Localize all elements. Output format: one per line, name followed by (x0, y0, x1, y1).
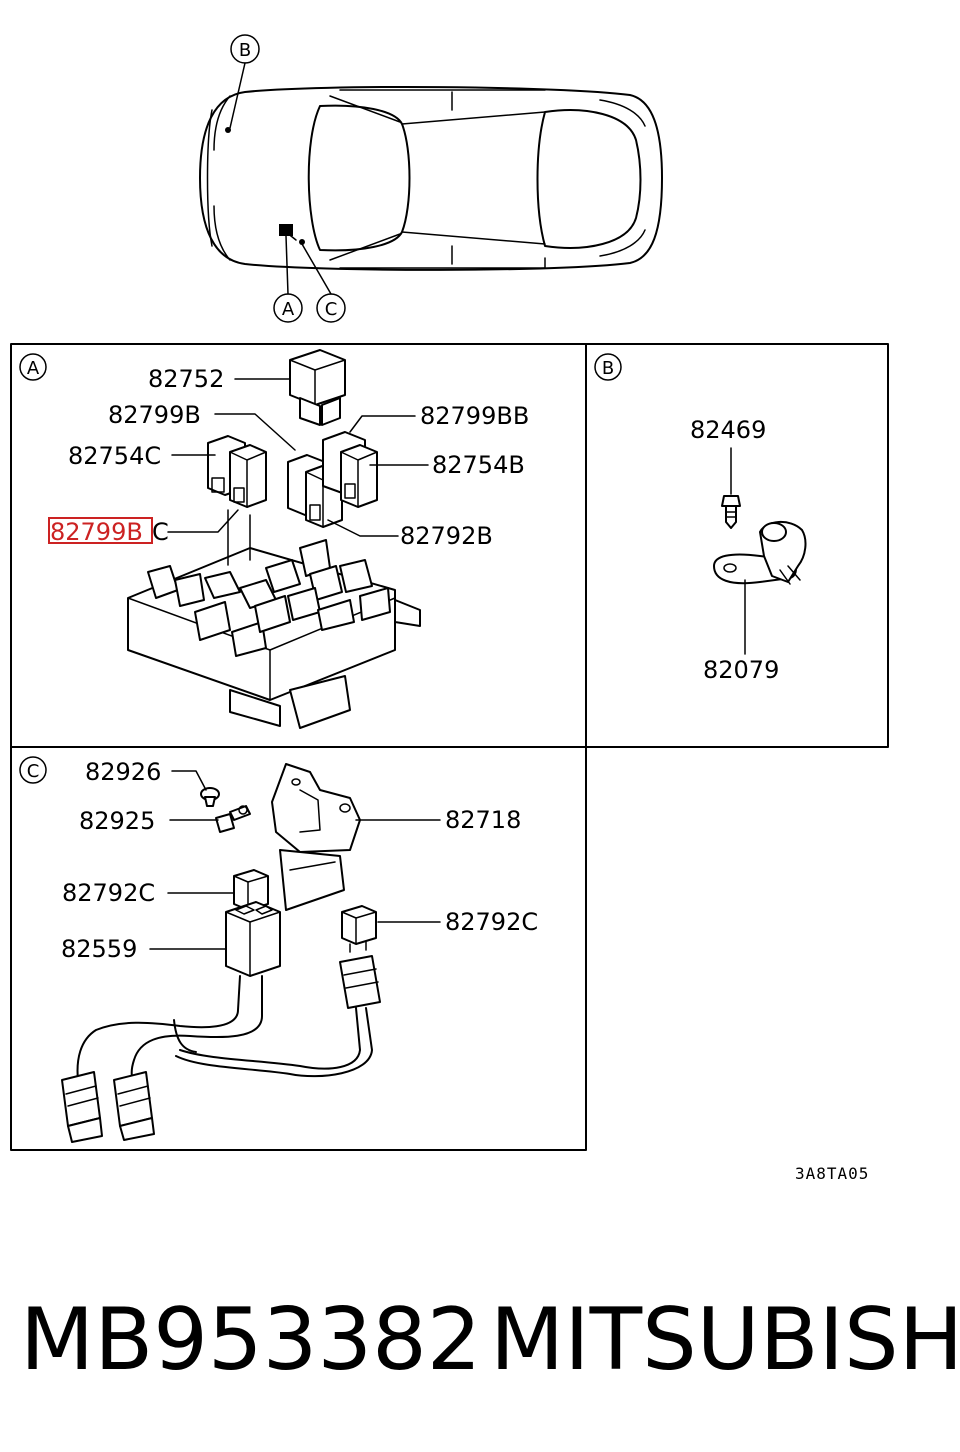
svg-text:A: A (282, 299, 295, 320)
label-82754b: 82754B (432, 451, 525, 479)
label-82079: 82079 (703, 656, 779, 684)
label-82926: 82926 (85, 758, 161, 786)
car-locator-illustration (199, 86, 663, 271)
label-82799bb: 82799BB (420, 402, 529, 430)
label-82792b: 82792B (400, 522, 493, 550)
locator-marker-c: C (301, 243, 346, 323)
panel-a-letter: A (19, 353, 47, 381)
svg-text:B: B (239, 40, 251, 61)
label-82925: 82925 (79, 807, 155, 835)
label-82752: 82752 (148, 365, 224, 393)
junction-block-illustration (127, 539, 421, 729)
diagram-code: 3A8TA05 (795, 1164, 869, 1183)
panel-a-leader-lines (167, 378, 429, 566)
label-82559: 82559 (61, 935, 137, 963)
panel-c-letter: C (19, 756, 47, 784)
bracket-82718-illustration (271, 763, 361, 911)
clip-82926-illustration (200, 787, 220, 807)
label-82799b: 82799B (108, 401, 201, 429)
panel-b: B 82469 82079 (594, 353, 807, 684)
part-number: MB953382 (20, 1290, 482, 1390)
relay-82792c-right-illustration (341, 905, 377, 953)
brand-name: MITSUBISHI (490, 1290, 960, 1390)
svg-text:B: B (602, 358, 614, 379)
svg-text:C: C (325, 299, 338, 320)
relay-82559-illustration (225, 901, 281, 977)
label-82799bc-suffix: C (152, 518, 169, 546)
switch-82079-illustration (713, 521, 807, 585)
label-82799bc-highlighted: 82799B (50, 518, 143, 546)
panel-c-leader-lines (149, 770, 441, 950)
wiring-harness-illustration (61, 955, 381, 1143)
label-82469: 82469 (690, 416, 766, 444)
label-82718: 82718 (445, 806, 521, 834)
part-info-footer: MB953382 MITSUBISHI (0, 1290, 960, 1390)
highlight-box-82799bc (48, 517, 153, 544)
label-82792c-right: 82792C (445, 908, 538, 936)
locator-marker-a: A (273, 235, 303, 323)
label-82792c-left: 82792C (62, 879, 155, 907)
screw-82469-illustration (721, 495, 741, 529)
panel-c: C (19, 756, 538, 1143)
panel-a: A (19, 349, 529, 729)
panel-b-letter: B (594, 353, 622, 381)
relay-82752-illustration (289, 349, 346, 426)
relay-82754c-illustration (207, 435, 267, 508)
label-82754c: 82754C (68, 442, 161, 470)
panel-frames (10, 343, 889, 1151)
bolt-82925-illustration (215, 805, 251, 833)
relay-82799bb-illustration (322, 431, 378, 508)
locator-marker-b: B (229, 34, 260, 129)
svg-text:C: C (27, 761, 40, 782)
svg-text:A: A (27, 358, 40, 379)
